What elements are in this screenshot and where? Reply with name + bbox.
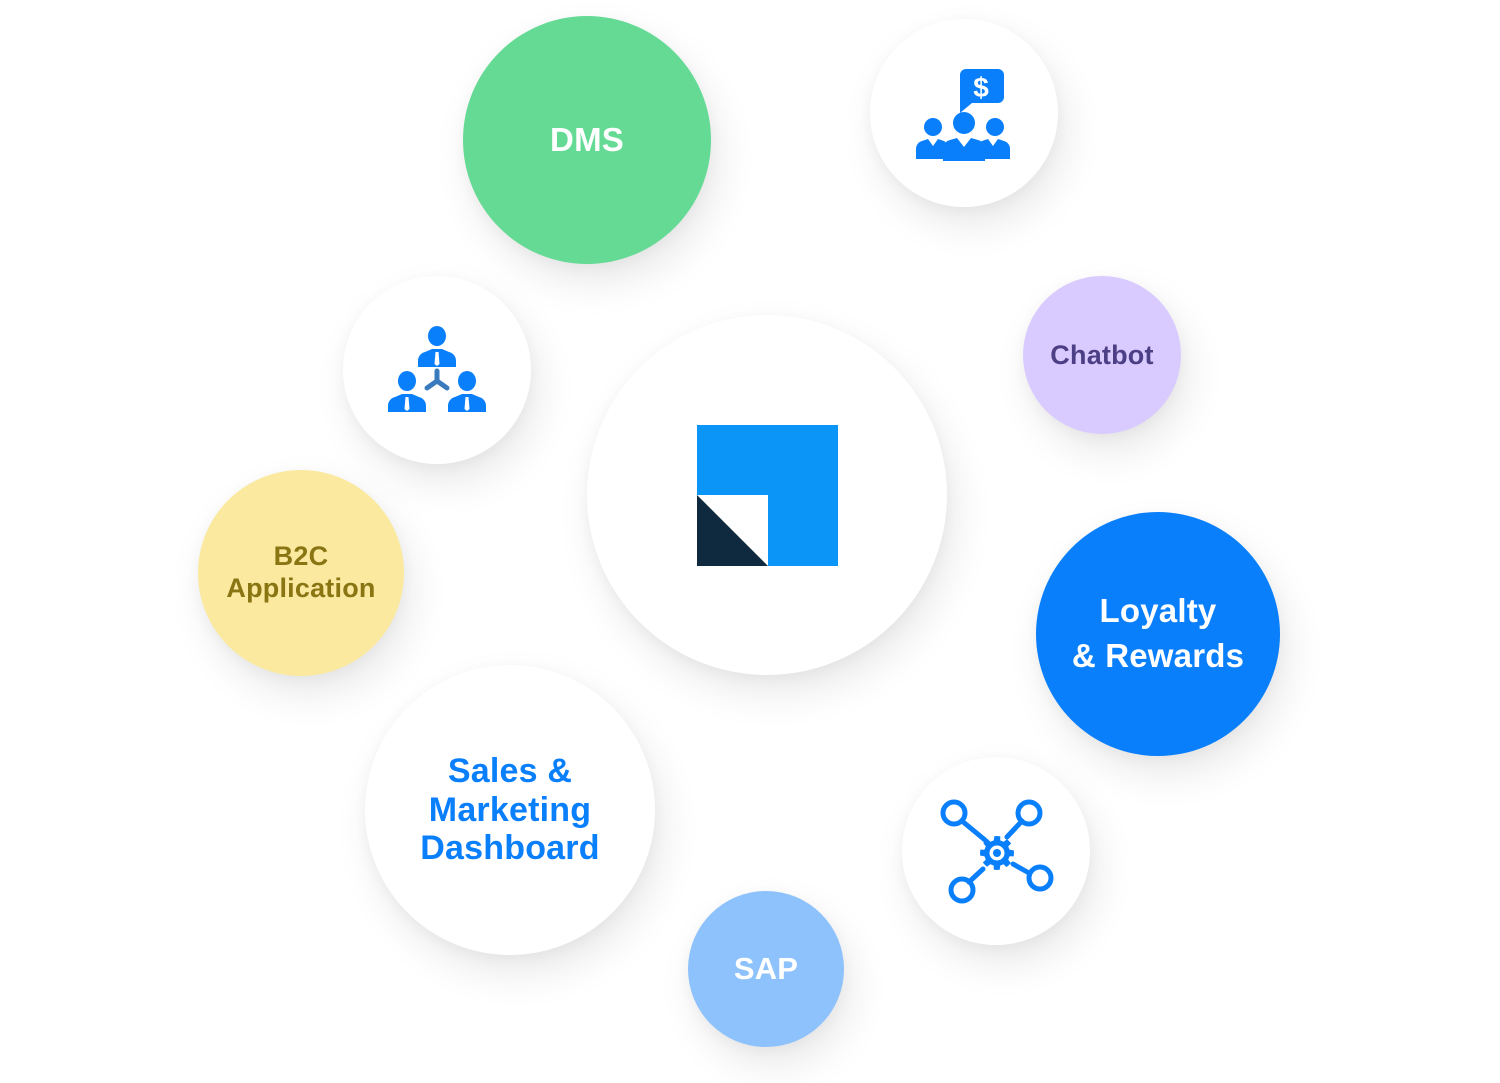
node-sap-label: SAP: [733, 950, 799, 986]
node-chatbot: Chatbot: [1023, 276, 1181, 434]
logo-triangle: [696, 494, 768, 566]
gear-network-icon: [937, 796, 1055, 906]
node-dms-label: DMS: [550, 120, 624, 158]
node-b2c-application: B2C Application: [198, 470, 404, 676]
platform-logo: [696, 424, 838, 566]
node-sales-marketing-dashboard: Sales & Marketing Dashboard: [365, 665, 655, 955]
node-team: [343, 276, 531, 464]
svg-text:$: $: [973, 72, 989, 103]
node-payments: $: [870, 19, 1058, 207]
node-sap: SAP: [688, 891, 844, 1047]
node-dms: DMS: [463, 16, 711, 264]
team-money-chat-icon: $: [914, 65, 1014, 161]
node-b2c-label: B2C Application: [226, 541, 376, 603]
node-sales-label: Sales & Marketing Dashboard: [420, 752, 600, 868]
logo-mark-icon: [696, 424, 838, 566]
node-loyalty-label: Loyalty & Rewards: [1071, 592, 1245, 674]
node-loyalty-rewards: Loyalty & Rewards: [1036, 512, 1280, 756]
node-center: [587, 315, 947, 675]
team-hierarchy-icon: [385, 324, 489, 416]
node-integration-network: [902, 757, 1090, 945]
node-chatbot-label: Chatbot: [1050, 339, 1154, 370]
